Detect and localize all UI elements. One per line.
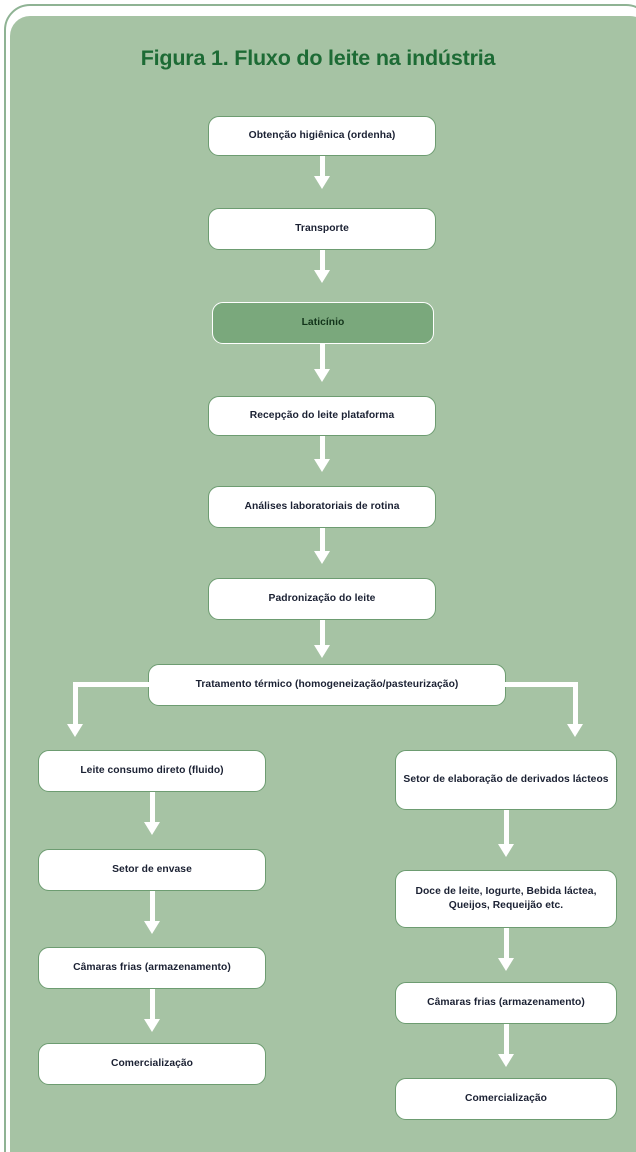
node-leite-consumo-direto[interactable]: Leite consumo direto (fluido) (38, 750, 266, 792)
arrowhead-elaboracao-to-produtos (497, 844, 514, 857)
connector-camaras-to-comercializacao-dir (503, 1024, 509, 1058)
outer-frame-border (4, 4, 636, 1152)
node-comercializacao-direita[interactable]: Comercialização (395, 1078, 617, 1120)
node-produtos-derivados[interactable]: Doce de leite, Iogurte, Bebida láctea, Q… (395, 870, 617, 928)
node-setor-elaboracao-derivados[interactable]: Setor de elaboração de derivados lácteos (395, 750, 617, 810)
connector-camaras-to-comercializacao-esq (149, 989, 155, 1023)
arrowhead-laticinio-to-recepcao (313, 369, 330, 382)
node-laticinio[interactable]: Laticínio (212, 302, 434, 344)
arrowhead-camaras-to-comercializacao-dir (497, 1054, 514, 1067)
node-analises-laboratoriais[interactable]: Análises laboratoriais de rotina (208, 486, 436, 528)
node-tratamento-termico[interactable]: Tratamento térmico (homogeneização/paste… (148, 664, 506, 706)
connector-padronizacao-to-tratamento (319, 620, 325, 650)
node-camaras-frias-esquerda[interactable]: Câmaras frias (armazenamento) (38, 947, 266, 989)
arrowhead-camaras-to-comercializacao-esq (143, 1019, 160, 1032)
connector-branch-right-vertical (573, 682, 578, 727)
arrowhead-obtencao-to-transporte (313, 176, 330, 189)
connector-branch-left-vertical (73, 682, 78, 727)
node-comercializacao-esquerda[interactable]: Comercialização (38, 1043, 266, 1085)
arrowhead-envase-to-camaras-esq (143, 921, 160, 934)
arrowhead-leite-to-envase (143, 822, 160, 835)
connector-envase-to-camaras-esq (149, 891, 155, 925)
arrowhead-branch-left (67, 724, 83, 737)
arrowhead-transporte-to-laticinio (313, 270, 330, 283)
node-padronizacao-leite[interactable]: Padronização do leite (208, 578, 436, 620)
connector-transporte-to-laticinio (319, 250, 325, 272)
arrowhead-produtos-to-camaras-dir (497, 958, 514, 971)
connector-recepcao-to-analises (319, 436, 325, 462)
connector-branch-right-horizontal (501, 682, 578, 687)
arrowhead-padronizacao-to-tratamento (313, 645, 330, 658)
connector-analises-to-padronizacao (319, 528, 325, 554)
connector-produtos-to-camaras-dir (503, 928, 509, 962)
node-camaras-frias-direita[interactable]: Câmaras frias (armazenamento) (395, 982, 617, 1024)
arrowhead-recepcao-to-analises (313, 459, 330, 472)
node-obtencao-higienica[interactable]: Obtenção higiênica (ordenha) (208, 116, 436, 156)
connector-laticinio-to-recepcao (319, 344, 325, 372)
arrowhead-branch-right (567, 724, 583, 737)
node-transporte[interactable]: Transporte (208, 208, 436, 250)
connector-elaboracao-to-produtos (503, 810, 509, 848)
node-setor-envase[interactable]: Setor de envase (38, 849, 266, 891)
connector-obtencao-to-transporte (319, 156, 325, 178)
node-recepcao-leite-plataforma[interactable]: Recepção do leite plataforma (208, 396, 436, 436)
figure-title: Figura 1. Fluxo do leite na indústria (140, 46, 496, 70)
arrowhead-analises-to-padronizacao (313, 551, 330, 564)
connector-branch-left-horizontal (73, 682, 153, 687)
connector-leite-to-envase (149, 792, 155, 826)
